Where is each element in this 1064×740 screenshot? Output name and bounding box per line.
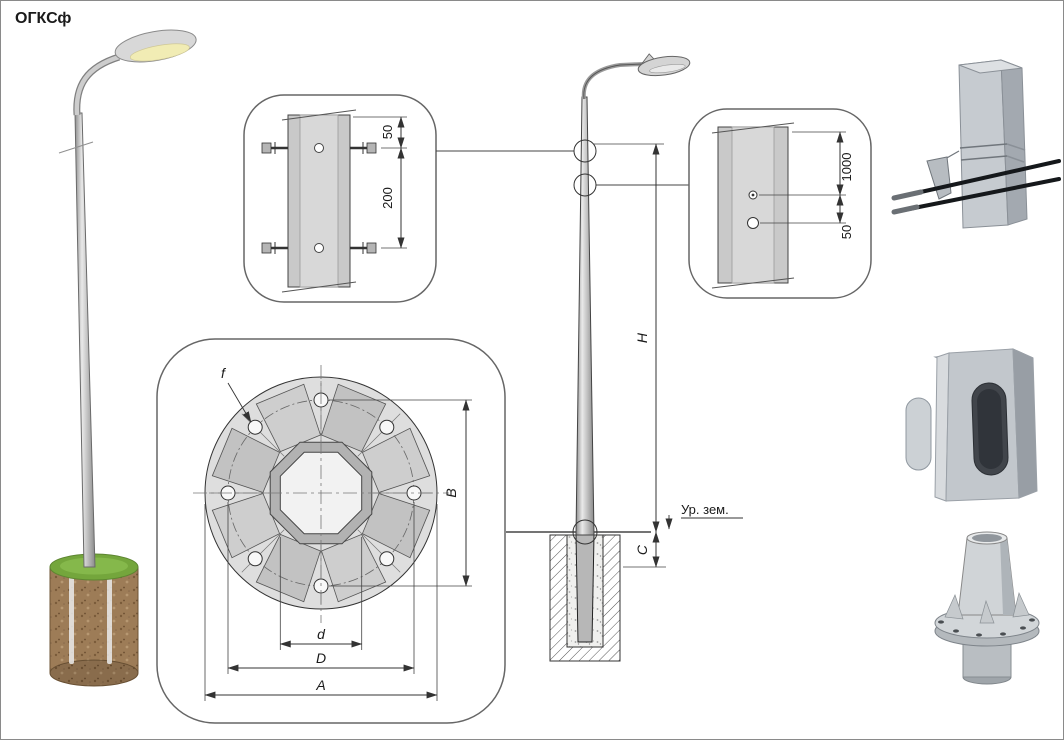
detail-marker-top bbox=[573, 139, 597, 163]
pole-elevation: H C Ур. зем. bbox=[436, 53, 743, 662]
pole-3d-render bbox=[49, 29, 197, 687]
dim-label-d: d bbox=[317, 626, 326, 642]
detail-marker-middle bbox=[573, 173, 597, 197]
flange-hole-label: f bbox=[221, 365, 227, 381]
dim-label-H: H bbox=[634, 332, 650, 343]
pole-shaft bbox=[74, 112, 96, 568]
ground-level-label: Ур. зем. bbox=[681, 502, 729, 517]
dim-label-1000: 1000 bbox=[839, 153, 854, 182]
lamp-head bbox=[114, 29, 197, 63]
pole-door-3d-render bbox=[905, 348, 1038, 502]
dim-label-50-top-detail: 50 bbox=[380, 125, 395, 139]
foundation-cylinder bbox=[49, 566, 139, 674]
flange-base-3d-render bbox=[934, 531, 1040, 685]
flange-detail-callout: f B d D A bbox=[156, 338, 506, 724]
pole-shaft-elevation bbox=[575, 96, 595, 536]
detail-top-callout: 50 200 bbox=[243, 94, 437, 303]
cable bbox=[892, 177, 1061, 214]
pole-arm-elevation bbox=[581, 62, 644, 100]
wedge-clamp bbox=[926, 156, 952, 200]
detail-marker-base bbox=[572, 519, 598, 545]
detail-right-callout: 1000 50 bbox=[688, 108, 872, 299]
band-clamp bbox=[959, 143, 1008, 149]
lamp-head-elevation bbox=[637, 53, 691, 77]
dim-label-50-right-detail: 50 bbox=[839, 225, 854, 239]
dim-label-A: A bbox=[315, 677, 325, 693]
door-cover bbox=[905, 397, 932, 471]
dim-label-C: C bbox=[634, 544, 650, 555]
dim-label-D: D bbox=[316, 650, 326, 666]
pole-embedded-part bbox=[575, 534, 595, 643]
pole-clamp-3d-render bbox=[891, 59, 1061, 229]
dim-label-200: 200 bbox=[380, 187, 395, 209]
sheet-title: ОГКСф bbox=[15, 10, 71, 27]
band-clamp bbox=[960, 155, 1008, 161]
flange-bolt-holes bbox=[938, 618, 1035, 637]
dim-label-B: B bbox=[443, 488, 459, 497]
